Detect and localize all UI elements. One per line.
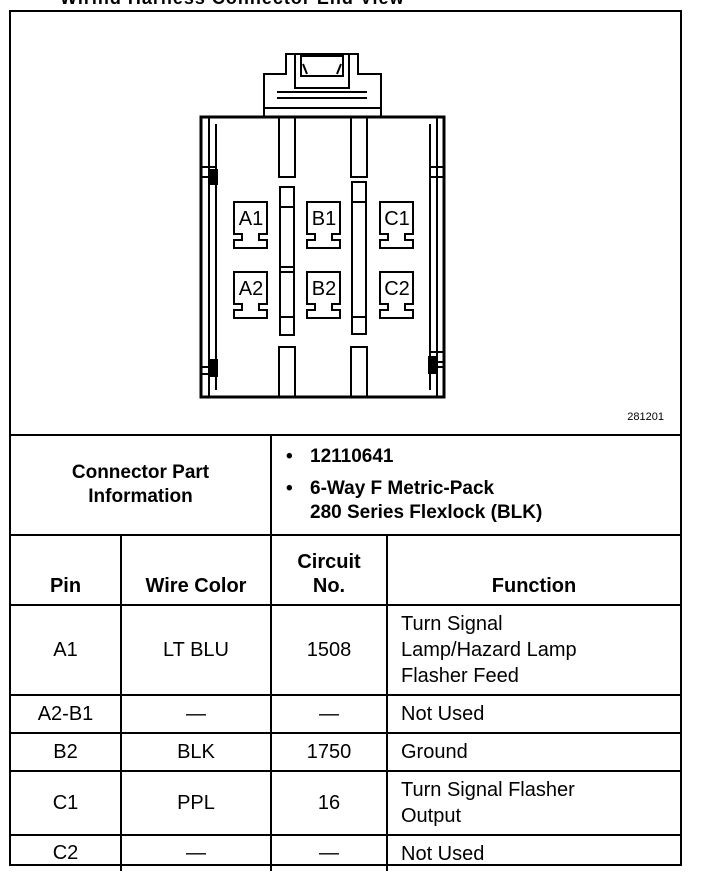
part-description: 6-Way F Metric-Pack xyxy=(310,478,495,499)
circuit-cell: 1508 xyxy=(270,604,388,696)
cavity-label-b1: B1 xyxy=(312,208,336,230)
connector-diagram: A1 B1 C1 A2 B2 C2 281201 xyxy=(11,12,680,436)
cavity-a1 xyxy=(233,201,268,249)
table-row: A2-B1 — — Not Used xyxy=(11,694,681,734)
connector-table: Connector Part Information • 12110641 • … xyxy=(11,436,681,871)
function-cell: Not Used xyxy=(385,694,681,734)
table-row: C2 — — Not Used xyxy=(11,834,681,871)
pin-cell: B2 xyxy=(11,732,122,772)
pin-cell: C2 xyxy=(11,834,122,871)
header-pin: Pin xyxy=(11,534,122,606)
pin-cell: A1 xyxy=(11,604,122,696)
table-row: B2 BLK 1750 Ground xyxy=(11,732,681,772)
connector-part-label: Connector Part Information xyxy=(11,436,272,536)
circuit-cell: 1750 xyxy=(270,732,388,772)
wire-color-cell: — xyxy=(120,694,272,734)
wire-color-cell: BLK xyxy=(120,732,272,772)
circuit-cell: — xyxy=(270,694,388,734)
cavity-a2 xyxy=(233,271,268,319)
table-row: A1 LT BLU 1508 Turn Signal Lamp/Hazard L… xyxy=(11,604,681,696)
circuit-cell: — xyxy=(270,834,388,871)
wire-color-cell: — xyxy=(120,834,272,871)
cavity-c2 xyxy=(379,271,414,319)
header-circuit: Circuit No. xyxy=(270,534,388,606)
cavity-b2 xyxy=(306,271,341,319)
cavity-label-c1: C1 xyxy=(384,208,410,230)
cropped-top-heading: Wiring Harness Connector End View xyxy=(60,0,500,4)
table-row: C1 PPL 16 Turn Signal Flasher Output xyxy=(11,770,681,836)
pin-cell: C1 xyxy=(11,770,122,836)
connector-body xyxy=(199,115,446,399)
connector-part-value: • 12110641 • 6-Way F Metric-Pack 280 Ser… xyxy=(269,436,681,536)
cavity-label-a2: A2 xyxy=(239,278,263,300)
connector-document: A1 B1 C1 A2 B2 C2 281201 Connector Part … xyxy=(9,10,682,871)
wire-color-cell: PPL xyxy=(120,770,272,836)
connector-drawing: A1 B1 C1 A2 B2 C2 xyxy=(199,53,446,399)
function-cell: Ground xyxy=(385,732,681,772)
cavity-label-c2: C2 xyxy=(384,278,410,300)
header-wire-color: Wire Color xyxy=(120,534,272,606)
header-function: Function xyxy=(385,534,681,606)
cavity-b1 xyxy=(306,201,341,249)
wire-color-cell: LT BLU xyxy=(120,604,272,696)
function-cell: Not Used xyxy=(385,834,681,871)
function-cell: Turn Signal Lamp/Hazard Lamp Flasher Fee… xyxy=(385,604,681,696)
part-number: 12110641 xyxy=(310,446,394,467)
function-cell: Turn Signal Flasher Output xyxy=(385,770,681,836)
cavity-label-a1: A1 xyxy=(239,208,263,230)
header-row: Pin Wire Color Circuit No. Function xyxy=(11,534,681,606)
cavity-c1 xyxy=(379,201,414,249)
pin-cell: A2-B1 xyxy=(11,694,122,734)
connector-part-row: Connector Part Information • 12110641 • … xyxy=(11,436,681,536)
figure-id: 281201 xyxy=(627,411,664,423)
latch-outline xyxy=(263,53,382,118)
circuit-cell: 16 xyxy=(270,770,388,836)
cavity-label-b2: B2 xyxy=(312,278,336,300)
